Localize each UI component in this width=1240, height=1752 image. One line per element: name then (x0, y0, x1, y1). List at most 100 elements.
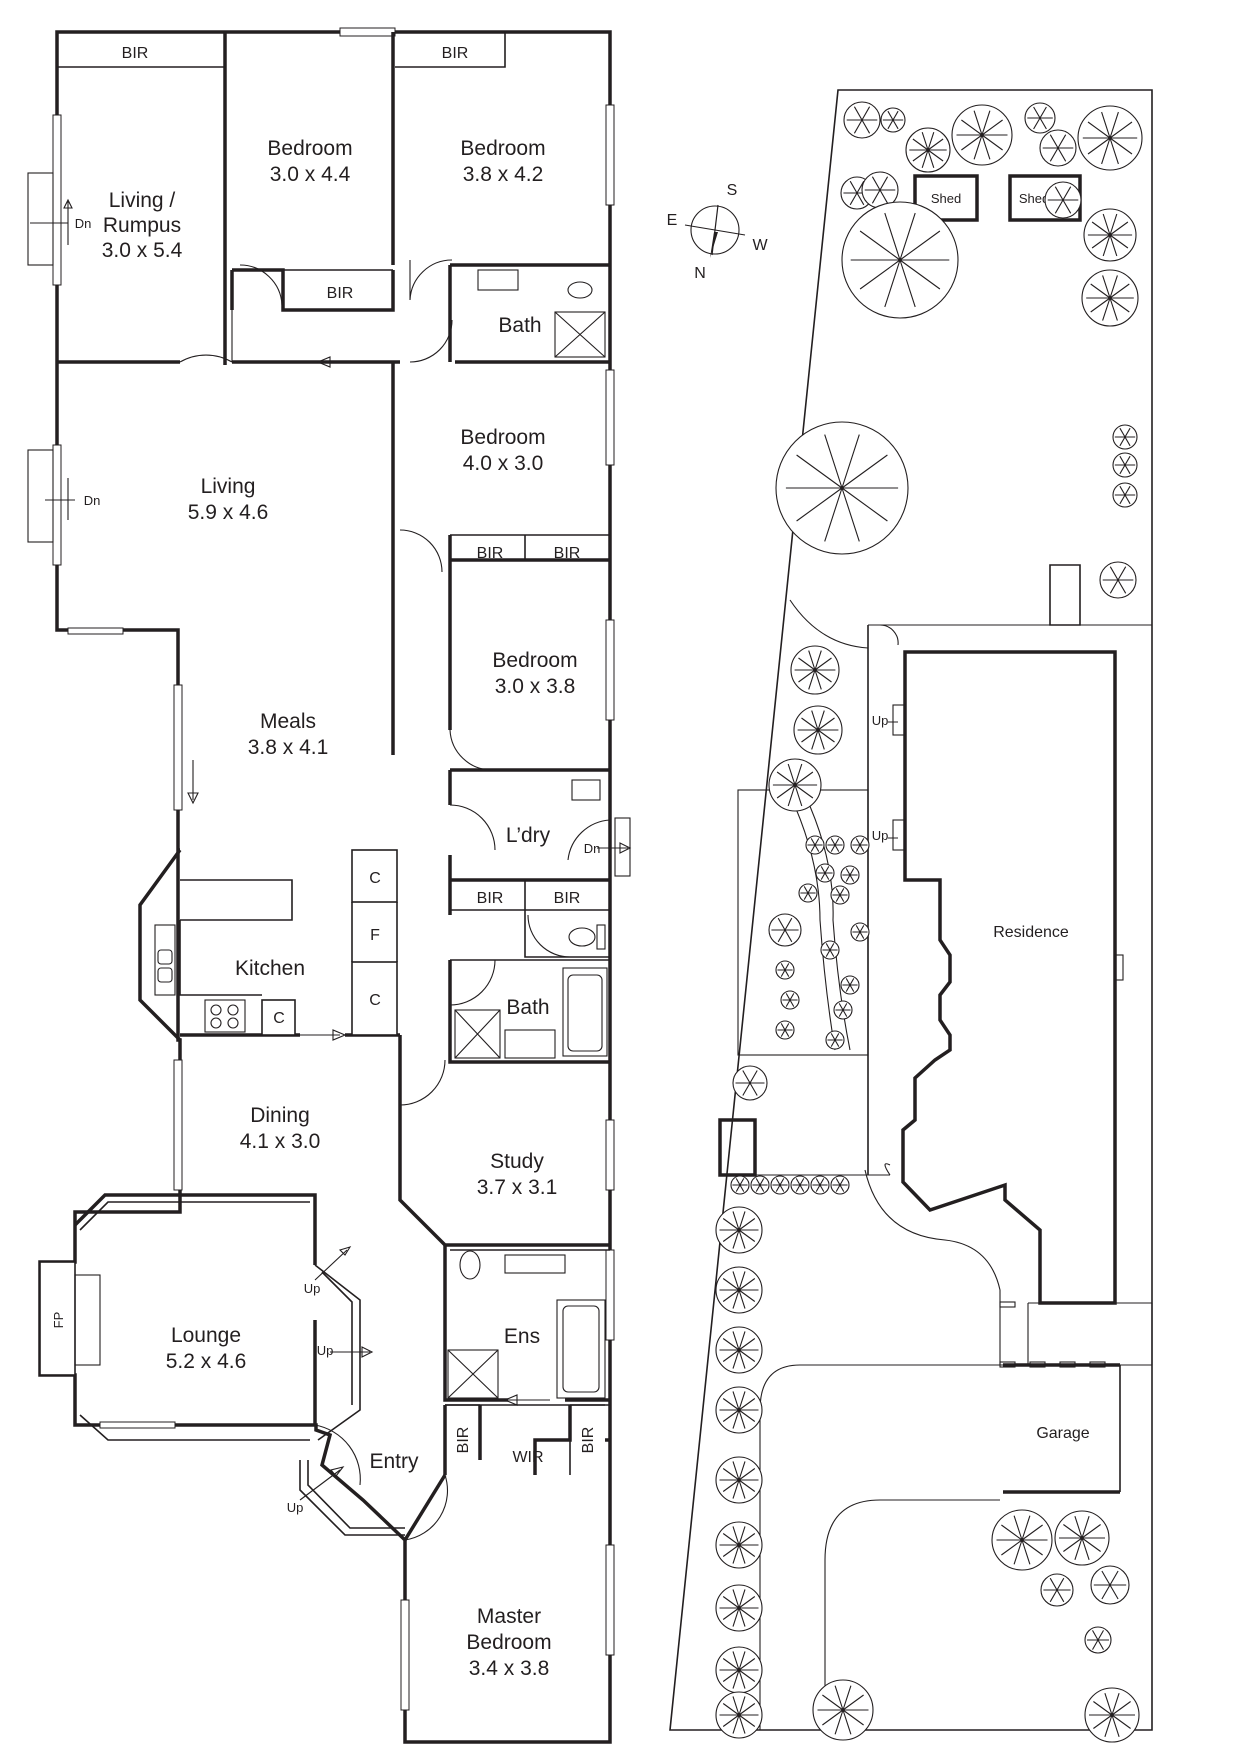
tree-icon (770, 1175, 790, 1195)
tree-icon (1099, 561, 1137, 599)
tree-icon (843, 101, 881, 139)
step-rumpus (27, 172, 54, 266)
tree-icon (825, 1030, 845, 1050)
tree-icon (1083, 208, 1137, 262)
svg-text:Ens: Ens (504, 1325, 540, 1348)
svg-text:Dn: Dn (75, 216, 92, 231)
svg-text:Shed: Shed (931, 191, 961, 206)
compass-icon: S E W N (667, 182, 769, 282)
tree-icon (715, 1206, 763, 1254)
tree-icon (780, 990, 800, 1010)
svg-text:Bedroom: Bedroom (492, 649, 577, 672)
svg-text:C: C (369, 992, 381, 1009)
tree-icon (768, 913, 802, 947)
tree-icon (775, 960, 795, 980)
svg-text:3.0 x 5.4: 3.0 x 5.4 (102, 239, 183, 262)
tree-icon (715, 1584, 763, 1632)
svg-text:Meals: Meals (260, 710, 316, 733)
svg-text:S: S (727, 182, 738, 199)
svg-text:Dining: Dining (250, 1104, 310, 1127)
svg-text:Lounge: Lounge (171, 1324, 241, 1347)
tree-icon (793, 705, 843, 755)
svg-text:4.0 x 3.0: 4.0 x 3.0 (463, 452, 544, 475)
tree-icon (775, 1020, 795, 1040)
svg-text:Up: Up (317, 1343, 334, 1358)
svg-text:E: E (667, 212, 678, 229)
room-labels: Living / Rumpus 3.0 x 5.4 Bedroom 3.0 x … (102, 137, 578, 1680)
tree-icon (1024, 102, 1056, 134)
svg-text:Entry: Entry (369, 1450, 419, 1473)
tree-icon (1084, 1687, 1140, 1743)
bir-closets: BIR BIR BIR BIR BIR BIR BIR BIR BIR (122, 45, 597, 1453)
tree-icon (768, 758, 822, 812)
step-living (27, 449, 54, 543)
svg-text:Shed: Shed (1019, 191, 1049, 206)
tree-icon (880, 107, 906, 133)
svg-text:Rumpus: Rumpus (103, 214, 181, 237)
svg-text:Living: Living (201, 475, 256, 498)
tree-icon (905, 127, 951, 173)
svg-text:Up: Up (872, 713, 889, 728)
tree-icon (715, 1386, 763, 1434)
svg-text:F: F (370, 927, 380, 944)
tree-icon (1112, 424, 1138, 450)
tree-icon (1054, 1510, 1110, 1566)
house-plan: BIR BIR BIR BIR BIR BIR BIR BIR BIR Dn D… (27, 27, 632, 1744)
tree-icon (812, 1679, 874, 1741)
svg-text:C: C (273, 1010, 285, 1027)
svg-text:C: C (369, 870, 381, 887)
svg-text:Bedroom: Bedroom (460, 137, 545, 160)
svg-text:3.4 x 3.8: 3.4 x 3.8 (469, 1657, 550, 1680)
svg-text:BIR: BIR (442, 45, 469, 62)
svg-text:BIR: BIR (580, 1427, 597, 1454)
svg-text:Living /: Living / (109, 189, 176, 212)
tree-icon (810, 1175, 830, 1195)
tree-icon (1084, 1626, 1112, 1654)
svg-text:Bedroom: Bedroom (466, 1631, 551, 1654)
tree-icon (991, 1509, 1053, 1571)
tree-icon (1044, 181, 1082, 219)
svg-text:Bath: Bath (506, 996, 549, 1019)
svg-text:BIR: BIR (327, 285, 354, 302)
residence-outline (901, 650, 1117, 1305)
tree-icon (820, 940, 840, 960)
tree-icon (715, 1691, 763, 1739)
tree-icon (1081, 269, 1139, 327)
site-plan: Shed Shed Residence Up Up Garage (669, 89, 1153, 1743)
svg-text:BIR: BIR (554, 545, 581, 562)
tree-icon (715, 1456, 763, 1504)
tree-icon (790, 645, 840, 695)
tree-icon (715, 1326, 763, 1374)
tree-icon (798, 883, 818, 903)
svg-text:3.8 x 4.1: 3.8 x 4.1 (248, 736, 329, 759)
tree-icon (1077, 105, 1143, 171)
tree-icon (830, 885, 850, 905)
tree-icon (715, 1521, 763, 1569)
svg-text:N: N (694, 265, 706, 282)
tree-icon (1112, 482, 1138, 508)
tree-icon (833, 1000, 853, 1020)
svg-text:Master: Master (477, 1605, 541, 1628)
svg-text:Bedroom: Bedroom (267, 137, 352, 160)
tree-icon (1090, 1565, 1130, 1605)
level-markers: Dn Dn Dn Up Up Up (30, 198, 601, 1515)
svg-text:3.7 x 3.1: 3.7 x 3.1 (477, 1176, 558, 1199)
tree-icon (805, 835, 825, 855)
svg-text:Bath: Bath (498, 314, 541, 337)
svg-text:5.2 x 4.6: 5.2 x 4.6 (166, 1350, 247, 1373)
svg-text:BIR: BIR (554, 890, 581, 907)
svg-text:BIR: BIR (477, 890, 504, 907)
trees (715, 101, 1143, 1743)
svg-text:Dn: Dn (584, 841, 601, 856)
tree-icon (840, 865, 860, 885)
tree-icon (830, 1175, 850, 1195)
svg-text:Residence: Residence (993, 924, 1069, 941)
tree-icon (715, 1266, 763, 1314)
svg-text:3.0 x 4.4: 3.0 x 4.4 (270, 163, 351, 186)
tree-icon (775, 421, 909, 555)
svg-text:Kitchen: Kitchen (235, 957, 305, 980)
svg-text:BIR: BIR (477, 545, 504, 562)
svg-text:BIR: BIR (122, 45, 149, 62)
svg-text:FP: FP (51, 1312, 66, 1329)
svg-text:4.1 x 3.0: 4.1 x 3.0 (240, 1130, 321, 1153)
